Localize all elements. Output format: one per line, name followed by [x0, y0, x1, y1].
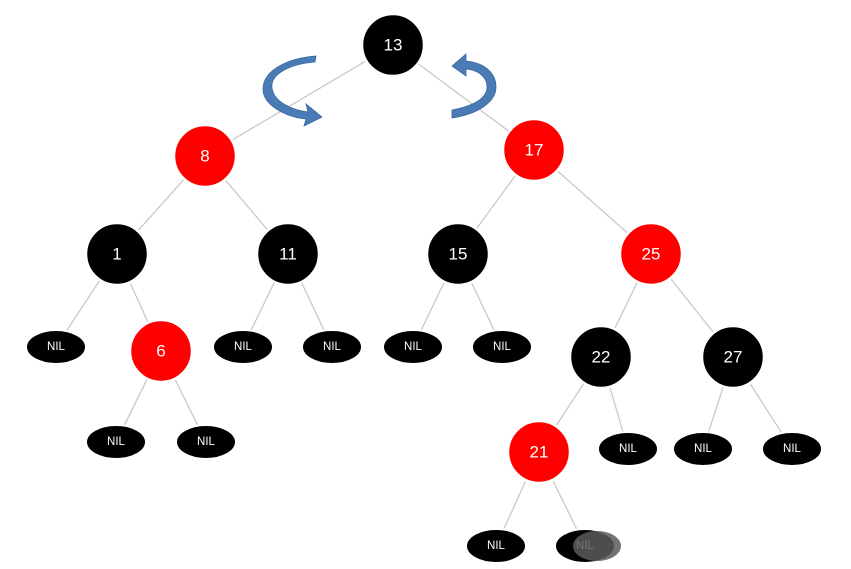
- nil-ellipse: [175, 424, 237, 460]
- nil-leaf-nil2: NIL: [85, 424, 147, 460]
- nil-ellipse: [672, 431, 734, 467]
- nil-ellipse: [85, 424, 147, 460]
- red-node-circle: [506, 419, 572, 485]
- red-node-circle: [128, 318, 194, 384]
- nil-label: NIL: [107, 436, 126, 448]
- nil-label: NIL: [47, 341, 66, 353]
- node-label: 8: [200, 147, 209, 166]
- tree-node-25: 25: [618, 221, 684, 287]
- red-node-circle: [618, 221, 684, 287]
- nil-ellipse: [25, 329, 87, 365]
- edges-layer: [55, 44, 793, 547]
- nil-label: NIL: [197, 436, 216, 448]
- nodes-layer: NILNILNILNILNILNILNILNILNILNILNILNIL1381…: [25, 12, 823, 564]
- nil-label: NIL: [404, 341, 423, 353]
- node-label: 17: [525, 141, 544, 160]
- tree-node-22: 22: [568, 324, 634, 390]
- nil-leaf-nil5: NIL: [301, 329, 363, 365]
- tree-node-6: 6: [128, 318, 194, 384]
- nil-leaf-nil7: NIL: [471, 329, 533, 365]
- node-label: 25: [642, 245, 661, 264]
- nil-ellipse: [382, 329, 444, 365]
- nil-label: NIL: [487, 540, 506, 552]
- nil-leaf-nil4: NIL: [212, 329, 274, 365]
- nil-label: NIL: [234, 341, 253, 353]
- nil-label: NIL: [493, 341, 512, 353]
- black-node-circle: [84, 221, 150, 287]
- black-node-circle: [425, 221, 491, 287]
- node-label: 27: [724, 348, 743, 367]
- tree-node-8: 8: [172, 123, 238, 189]
- nil-label: NIL: [694, 443, 713, 455]
- nil-ellipse: [761, 431, 823, 467]
- black-node-circle: [255, 221, 321, 287]
- node-label: 11: [279, 245, 297, 264]
- nil-leaf-nil1: NIL: [25, 329, 87, 365]
- tree-node-21: 21: [506, 419, 572, 485]
- node-label: 6: [156, 342, 165, 361]
- nil-leaf-nil11: NIL: [465, 528, 527, 564]
- black-node-circle: [700, 324, 766, 390]
- nil-ellipse: [212, 329, 274, 365]
- rotation-arrows: [262, 53, 497, 127]
- node-label: 1: [112, 245, 121, 264]
- node-label: 22: [592, 348, 611, 367]
- red-node-circle: [172, 123, 238, 189]
- nil-leaf-nil9: NIL: [672, 431, 734, 467]
- tree-node-27: 27: [700, 324, 766, 390]
- nil-leaf-nil6: NIL: [382, 329, 444, 365]
- node-label: 21: [530, 443, 549, 462]
- tree-node-1: 1: [84, 221, 150, 287]
- nil-ellipse: [597, 431, 659, 467]
- node-label: 13: [384, 36, 403, 55]
- node-label: 15: [449, 245, 468, 264]
- tree-node-13: 13: [360, 12, 426, 78]
- black-node-circle: [568, 324, 634, 390]
- tree-node-15: 15: [425, 221, 491, 287]
- nil-ellipse: [301, 329, 363, 365]
- nil-label: NIL: [619, 443, 638, 455]
- nil-leaf-nil8: NIL: [597, 431, 659, 467]
- smudge-overlay: [573, 531, 621, 561]
- rotate-left-arrow-icon: [262, 55, 323, 127]
- tree-node-11: 11: [255, 221, 321, 287]
- nil-leaf-nil3: NIL: [175, 424, 237, 460]
- nil-ellipse: [465, 528, 527, 564]
- red-node-circle: [501, 117, 567, 183]
- rotate-right-arrow-icon: [451, 53, 497, 119]
- nil-label: NIL: [323, 341, 342, 353]
- nil-ellipse: [471, 329, 533, 365]
- nil-label: NIL: [783, 443, 802, 455]
- tree-node-17: 17: [501, 117, 567, 183]
- edge-n13-n8: [204, 44, 394, 157]
- nil-leaf-nil10: NIL: [761, 431, 823, 467]
- black-node-circle: [360, 12, 426, 78]
